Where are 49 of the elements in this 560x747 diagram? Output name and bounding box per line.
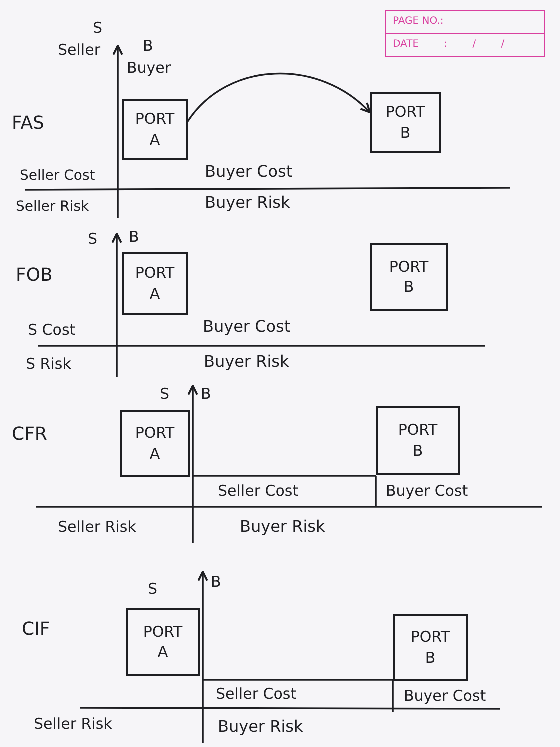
seller-cost-label: S Cost bbox=[28, 322, 76, 340]
seller-risk-label: Seller Risk bbox=[58, 519, 136, 536]
buyer-cost-label: Buyer Cost bbox=[386, 483, 468, 500]
seller-initial: S bbox=[160, 386, 170, 404]
incoterm-label: FOB bbox=[16, 266, 53, 287]
buyer-initial: B bbox=[201, 386, 212, 404]
buyer-risk-label: Buyer Risk bbox=[240, 518, 326, 536]
page-number-field: PAGE NO.: bbox=[385, 10, 545, 34]
seller-initial: S bbox=[148, 581, 158, 598]
port-label: PORT B bbox=[384, 102, 426, 143]
port-box bbox=[370, 92, 441, 153]
port-box bbox=[126, 608, 200, 676]
port-box bbox=[370, 243, 448, 311]
buyer-cost-label: Buyer Cost bbox=[203, 318, 291, 336]
seller-risk-label: S Risk bbox=[26, 356, 72, 374]
buyer-initial: B bbox=[129, 229, 140, 246]
port-label: PORT B bbox=[397, 420, 439, 461]
buyer-risk-label: Buyer Risk bbox=[204, 353, 290, 372]
buyer-initial: B bbox=[211, 574, 222, 592]
port-label: PORT A bbox=[134, 263, 176, 304]
seller-risk-label: Seller Risk bbox=[34, 716, 112, 734]
incoterm-label: FAS bbox=[12, 114, 44, 135]
port-label: PORT A bbox=[134, 109, 176, 150]
port-label: PORT A bbox=[134, 423, 176, 464]
seller-cost-label: Seller Cost bbox=[20, 168, 96, 184]
port-label: PORT B bbox=[410, 627, 452, 668]
buyer-risk-label: Buyer Risk bbox=[218, 718, 304, 736]
port-box bbox=[393, 614, 468, 681]
seller-cost-label: Seller Cost bbox=[218, 483, 299, 500]
port-box bbox=[120, 410, 190, 477]
seller-initial: S bbox=[88, 231, 98, 248]
incoterm-label: CIF bbox=[22, 620, 50, 641]
date-field: DATE : / / bbox=[385, 33, 545, 57]
seller-risk-label: Seller Risk bbox=[16, 199, 90, 216]
seller-label: Seller bbox=[58, 42, 100, 60]
buyer-cost-label: Buyer Cost bbox=[205, 163, 293, 182]
port-label: PORT A bbox=[142, 622, 184, 662]
port-label: PORT B bbox=[388, 256, 430, 298]
port-box bbox=[376, 406, 460, 475]
incoterm-label: CFR bbox=[12, 425, 48, 446]
buyer-label: Buyer bbox=[127, 60, 172, 78]
port-box bbox=[122, 99, 188, 160]
buyer-risk-label: Buyer Risk bbox=[205, 194, 290, 212]
seller-cost-label: Seller Cost bbox=[216, 686, 297, 704]
curved-arrow bbox=[187, 72, 371, 122]
seller-initial: S bbox=[93, 20, 103, 38]
buyer-initial: B bbox=[143, 38, 154, 56]
buyer-cost-label: Buyer Cost bbox=[404, 688, 486, 706]
port-box bbox=[122, 252, 188, 315]
